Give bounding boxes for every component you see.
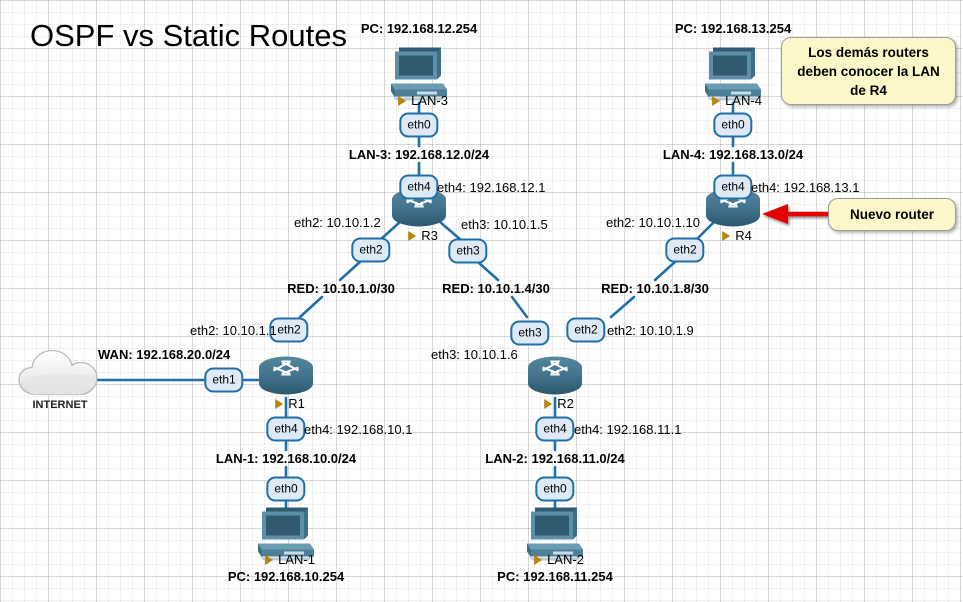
interface-pill-r1-eth2[interactable]: eth2 [269, 317, 309, 343]
page-title: OSPF vs Static Routes [30, 18, 347, 53]
interface-pill-r4-eth4[interactable]: eth4 [713, 174, 753, 200]
network-label-lan3: LAN-3: 192.168.12.0/24 [348, 147, 490, 162]
interface-pill-lan1-eth0[interactable]: eth0 [266, 476, 306, 502]
router-icon-r1[interactable] [257, 354, 315, 403]
device-label-lan2-text: LAN-2 [547, 552, 584, 567]
triangle-icon [265, 554, 274, 565]
pc-address-lan3: PC: 192.168.12.254 [360, 21, 478, 36]
triangle-icon [275, 398, 284, 409]
device-label-lan3-text: LAN-3 [411, 93, 448, 108]
pc-address-lan2: PC: 192.168.11.254 [497, 569, 613, 584]
interface-pill-r4-eth2[interactable]: eth2 [665, 237, 705, 263]
ip-label-r2-eth4: eth4: 192.168.11.1 [574, 422, 682, 437]
ip-label-r3-eth2: eth2: 10.10.1.2 [294, 215, 381, 230]
internet-label: INTERNET [32, 399, 88, 411]
device-label-lan4: LAN-4 [712, 93, 762, 108]
network-label-lan1: LAN-1: 192.168.10.0/24 [215, 451, 357, 466]
pc-icon-lan1[interactable] [254, 504, 318, 567]
network-label-lan4: LAN-4: 192.168.13.0/24 [662, 147, 804, 162]
pc-icon-lan4[interactable] [701, 44, 765, 107]
interface-pill-r1-eth4[interactable]: eth4 [266, 416, 306, 442]
ip-label-r2-eth3: eth3: 10.10.1.6 [431, 347, 518, 362]
interface-pill-r3-eth2[interactable]: eth2 [351, 237, 391, 263]
network-label-red-r1-r3: RED: 10.10.1.0/30 [287, 281, 395, 296]
device-label-r3: R3 [408, 228, 438, 243]
ip-label-r2-eth2: eth2: 10.10.1.9 [607, 323, 694, 338]
triangle-icon [398, 95, 407, 106]
interface-pill-lan2-eth0[interactable]: eth0 [535, 476, 575, 502]
device-label-r1: R1 [275, 396, 305, 411]
device-label-lan4-text: LAN-4 [725, 93, 762, 108]
device-label-r4-text: R4 [735, 228, 752, 243]
interface-pill-r3-eth4[interactable]: eth4 [399, 174, 439, 200]
device-label-r2: R2 [544, 396, 574, 411]
interface-pill-r2-eth3[interactable]: eth3 [510, 320, 550, 346]
device-label-r4: R4 [722, 228, 752, 243]
network-label-red-r3-r2: RED: 10.10.1.4/30 [442, 281, 550, 296]
pc-icon-lan2[interactable] [523, 504, 587, 567]
interface-pill-r2-eth2[interactable]: eth2 [566, 317, 606, 343]
interface-pill-r2-eth4[interactable]: eth4 [535, 416, 575, 442]
ip-label-r1-eth4: eth4: 192.168.10.1 [304, 422, 413, 437]
device-label-r2-text: R2 [557, 396, 574, 411]
network-label-lan2: LAN-2: 192.168.11.0/24 [485, 451, 625, 466]
network-label-wan: WAN: 192.168.20.0/24 [98, 347, 231, 362]
internet-cloud-icon[interactable] [17, 345, 103, 406]
triangle-icon [712, 95, 721, 106]
interface-pill-r1-eth1[interactable]: eth1 [204, 367, 244, 393]
ip-label-r4-eth4: eth4: 192.168.13.1 [751, 180, 860, 195]
interface-pill-lan4-eth0[interactable]: eth0 [713, 112, 753, 138]
device-label-lan1-text: LAN-1 [278, 552, 315, 567]
interface-pill-lan3-eth0[interactable]: eth0 [399, 112, 439, 138]
network-label-red-r2-r4: RED: 10.10.1.8/30 [601, 281, 709, 296]
ip-label-r3-eth4: eth4: 192.168.12.1 [437, 180, 546, 195]
triangle-icon [534, 554, 543, 565]
ip-label-r3-eth3: eth3: 10.10.1.5 [461, 217, 548, 232]
ip-label-r1-eth2: eth2: 10.10.1.1 [190, 323, 277, 338]
pc-address-lan1: PC: 192.168.10.254 [227, 569, 345, 584]
triangle-icon [544, 398, 553, 409]
device-label-lan3: LAN-3 [398, 93, 448, 108]
red-pointer-arrow [762, 204, 828, 224]
callout-lan-r4[interactable]: Los demás routers deben conocer la LAN d… [781, 37, 956, 105]
device-label-lan1: LAN-1 [265, 552, 315, 567]
device-label-r1-text: R1 [288, 396, 305, 411]
device-label-lan2: LAN-2 [534, 552, 584, 567]
pc-address-lan4: PC: 192.168.13.254 [674, 21, 792, 36]
ip-label-r4-eth2: eth2: 10.10.1.10 [606, 215, 700, 230]
triangle-icon [722, 230, 731, 241]
interface-pill-r3-eth3[interactable]: eth3 [448, 238, 488, 264]
callout-nuevo-router[interactable]: Nuevo router [828, 198, 956, 231]
device-label-r3-text: R3 [421, 228, 438, 243]
router-icon-r2[interactable] [526, 354, 584, 403]
triangle-icon [408, 230, 417, 241]
